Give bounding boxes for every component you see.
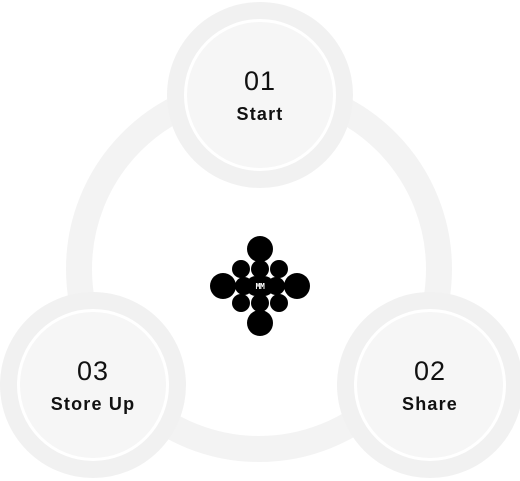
step-node-start: 01 Start xyxy=(167,2,353,188)
step-node-inner: 03 Store Up xyxy=(17,309,169,461)
step-number: 03 xyxy=(76,355,110,386)
step-number: 02 xyxy=(413,355,447,386)
logo-dot xyxy=(251,294,269,312)
step-label: Start xyxy=(236,103,284,124)
logo-dot xyxy=(246,276,274,296)
step-node-store-up: 03 Store Up xyxy=(0,292,186,478)
logo-dot xyxy=(247,236,273,262)
logo-dot xyxy=(210,273,236,299)
logo-dot xyxy=(284,273,310,299)
logo-dot xyxy=(232,260,250,278)
logo-dot xyxy=(270,294,288,312)
step-node-inner: 01 Start xyxy=(184,19,336,171)
logo-dot xyxy=(251,260,269,278)
step-number: 01 xyxy=(243,65,277,96)
logo-dot xyxy=(232,294,250,312)
logo-monogram: MM xyxy=(255,281,265,291)
logo-dot xyxy=(247,310,273,336)
dotted-diamond-logo-icon: MM xyxy=(210,236,310,336)
step-node-inner: 02 Share xyxy=(354,309,506,461)
step-label: Store Up xyxy=(50,393,136,414)
logo-dot xyxy=(270,260,288,278)
step-node-share: 02 Share xyxy=(337,292,520,478)
step-label: Share xyxy=(401,393,459,414)
